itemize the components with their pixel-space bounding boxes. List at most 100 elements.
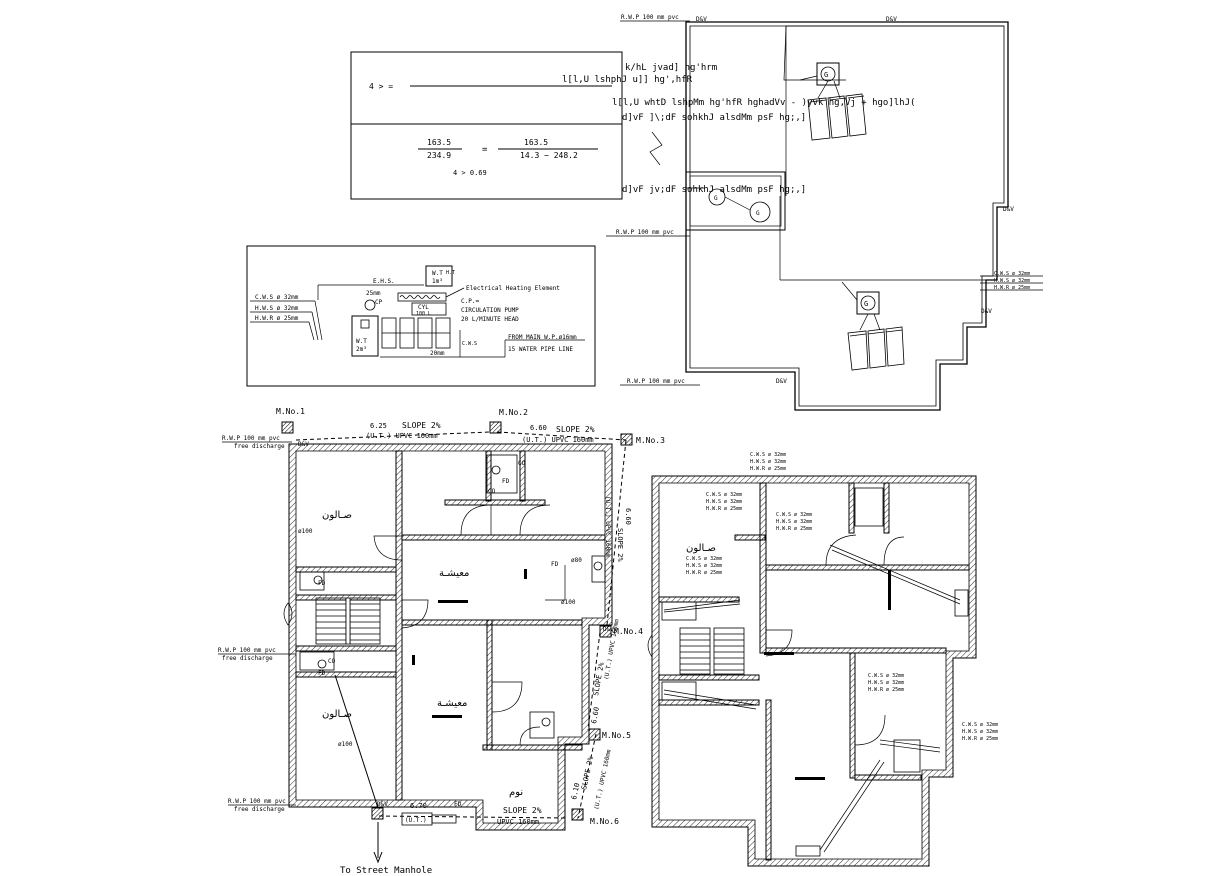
level-vertical: 6.60 [590,706,601,724]
dv-label: D&V [298,441,309,448]
schematic-vertical-tag: C.W.S [462,341,477,347]
formula-result: 4 > 0.69 [453,169,487,177]
schematic-cyl-cap: 100 L [416,311,431,317]
solar-heater-upper: G [799,62,867,141]
floor-drain-label: FD [454,801,462,808]
frac1-denominator: 234.9 [427,151,451,160]
manhole-label-2: M.No.2 [499,408,528,417]
formula-note-1: k/hL jvad] hg'hrm [625,63,717,73]
frac1-numerator: 163.5 [427,138,451,147]
roof-rwp-top: R.W.P 100 mm pvc [621,14,679,21]
roof-rwp-mid: R.W.P 100 mm pvc [616,229,674,236]
floor-drain-label: FD [551,561,559,568]
hwr-label: H.W.R ø 25mm [686,570,722,576]
slope-label: SLOPE 2% [402,421,441,430]
manhole-icon [588,728,601,741]
manhole-icon [599,625,612,638]
water-tanks: G G [686,187,771,223]
schematic-hwr-label: H.W.R ø 25mm [255,315,299,322]
manhole-icon [489,421,502,434]
room-label-living: معيشـة [437,698,467,709]
manhole-icon [281,421,294,434]
schematic-wt-cap: 1m³ [432,278,443,285]
water-schematic: C.W.S ø 32mm H.W.S ø 32mm H.W.R ø 25mm E… [246,245,596,387]
manhole-label-4: M.No.4 [614,627,643,636]
formula-note-5: d]vF jv;dF sohkhJ alsdMm psF hg;,] [622,185,806,195]
ut-label: (U.T.) [405,817,427,824]
free-discharge-label: free discharge [222,655,273,662]
pipe-diameter: ø80 [571,557,582,564]
level-6-25: 6.25 [370,422,387,430]
hws-label: H.W.S ø 32mm [686,563,722,569]
first-floor-plan: صـالون C.W.S ø 32mm H.W.S ø 32mm H.W.R ø… [647,452,998,867]
schematic-wt: W.T [432,270,443,277]
roof-dv-5: D&V [776,378,787,385]
pipe-label: UPVC 160mm [497,818,539,826]
schematic-cp-1: C.P.= [461,298,479,305]
roof-rwp-bot: R.W.P 100 mm pvc [627,378,685,385]
street-manhole-label: To Street Manhole [340,866,432,876]
floor-drain-label: FD [502,478,510,485]
manhole-label-3: M.No.3 [636,436,665,445]
schematic-heater: W.T [356,338,367,345]
schematic-size-25: 25mm [366,290,381,297]
hwr-label: H.W.R ø 25mm [750,466,786,472]
pipe-label: (U.T.) UPVC 160mm [366,432,438,440]
pump-icon: G [864,300,868,308]
roof-hwr: H.W.R ø 25mm [994,285,1030,291]
hws-label: H.W.S ø 32mm [868,680,904,686]
manhole-icon [371,807,384,820]
schematic-cp-3: 20 L/MINUTE HEAD [461,316,519,323]
manhole-label-1: M.No.1 [276,407,305,416]
cws-label: C.W.S ø 32mm [750,452,786,458]
hws-label: H.W.S ø 32mm [962,729,998,735]
schematic-main-2: 15 WATER PIPE LINE [508,346,573,353]
tank-icon: G [714,195,718,202]
solar-heater-lower: G [841,281,905,371]
room-label-living: معيشـة [439,568,469,579]
hwr-label: H.W.R ø 25mm [962,736,998,742]
cleanout-label: CO [488,488,496,495]
slope-vertical: SLOPE 2% [580,755,595,790]
schematic-hws-label: H.W.S ø 32mm [255,305,299,312]
slope-label: SLOPE 2% [503,806,542,815]
roof-hws: H.W.S ø 32mm [994,278,1030,284]
formula-equals: = [482,145,488,155]
formula-note-3: l[l,U whtD lshpMm hg'hfR hghadVv - )yvk … [612,98,915,108]
room-label-salon: صـالون [686,543,716,554]
free-discharge-label: free discharge [234,443,285,450]
formula-lhs: 4 > = [369,82,393,91]
cws-label: C.W.S ø 32mm [706,492,742,498]
rwp-label: R.W.P 100 mm pvc [218,647,276,654]
schematic-cp-2: CIRCULATION PUMP [461,307,519,314]
formula-note-4: d]vF ]\;dF sohkhJ alsdMm psF hg;,] [622,113,806,123]
schematic-heater-cap: 2m³ [356,346,367,353]
level-vertical: 6.60 [624,508,632,525]
level-6-60: 6.60 [530,424,547,432]
cws-label: C.W.S ø 32mm [776,512,812,518]
schematic-ehs: E.H.S. [373,278,395,285]
free-discharge-label: free discharge [234,806,285,813]
schematic-cyl: CYL [418,304,429,311]
cleanout-label: CO [328,658,336,665]
pipe-vertical: (U.T.) UPVC 160mm [604,496,611,558]
hwr-label: H.W.R ø 25mm [776,526,812,532]
pipe-diameter: ø100 [298,528,313,535]
cws-label: C.W.S ø 32mm [962,722,998,728]
hws-label: H.W.S ø 32mm [706,499,742,505]
frac2-denominator: 14.3 − 248.2 [520,151,578,160]
hws-label: H.W.S ø 32mm [776,519,812,525]
dv-label: D&V [603,626,614,633]
pump-icon: G [824,71,828,79]
roof-cws: C.W.S ø 32mm [994,271,1030,277]
roof-plan: R.W.P 100 mm pvc D&V D&V D&V D&V D&V R.W… [606,14,1043,411]
manhole-icon [571,808,584,821]
cleanout-label: CO [518,460,526,467]
pipe-vertical: (U.T.) UPVC 160mm [593,749,613,811]
pipe-label: (U.T.) UPVC 160mm [522,436,594,444]
floor-drain-label: FD [318,580,326,587]
tank-icon: G [756,210,760,217]
hwr-label: H.W.R ø 25mm [706,506,742,512]
level-6-70: 6.70 [410,802,427,810]
